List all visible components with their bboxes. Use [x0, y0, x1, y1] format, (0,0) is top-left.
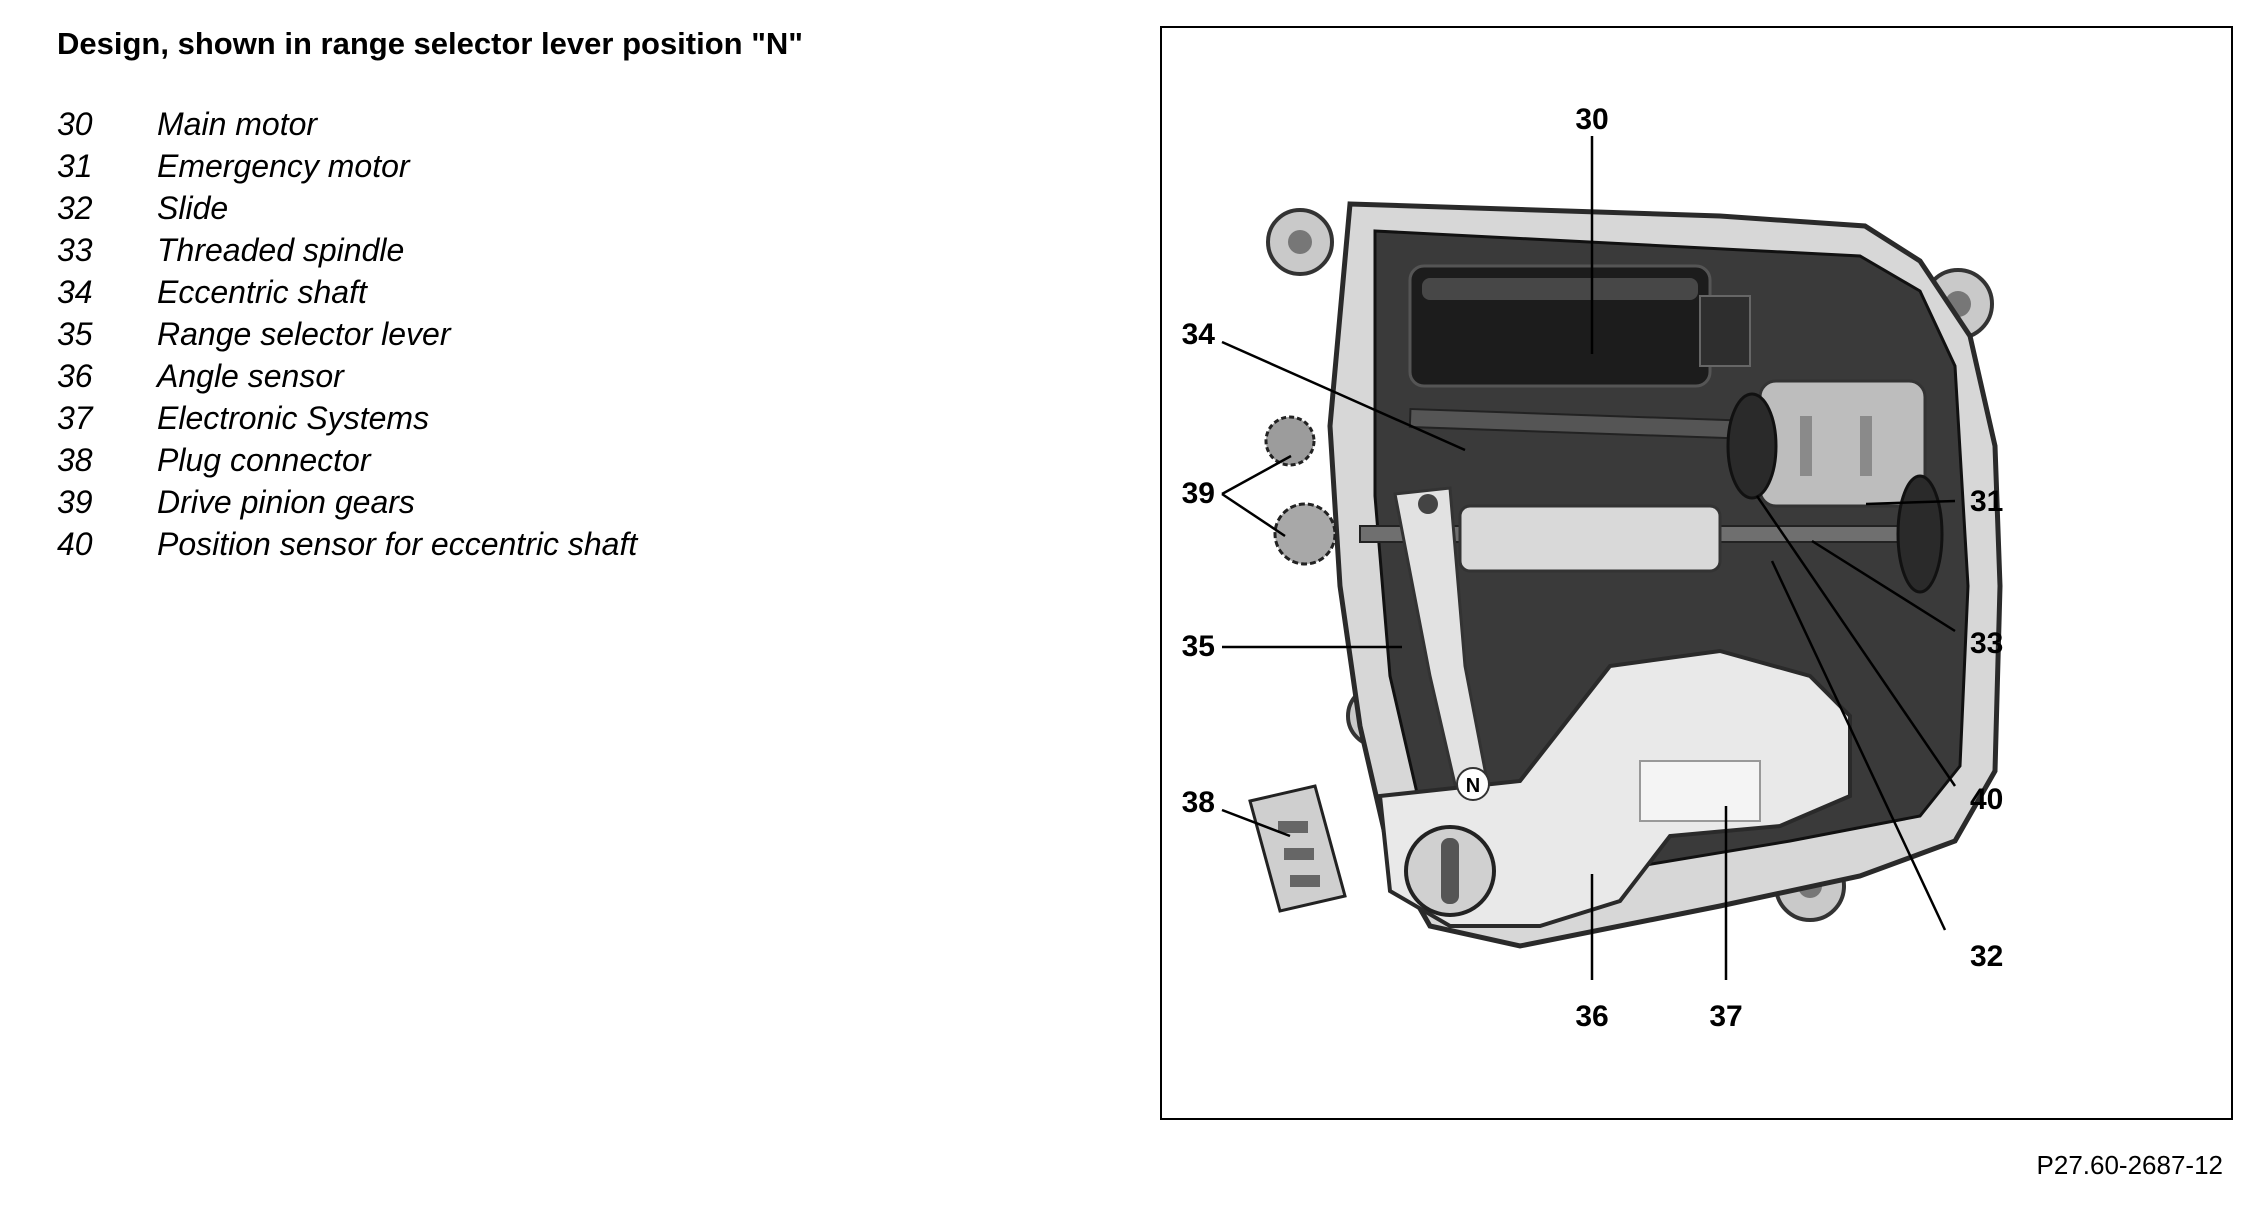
plug-pin	[1290, 875, 1320, 887]
page-title: Design, shown in range selector lever po…	[57, 26, 803, 61]
callout-31: 31	[1970, 485, 2003, 518]
emergency-motor-rib	[1800, 416, 1812, 476]
leader-40	[1755, 495, 1957, 787]
legend-number: 30	[57, 106, 93, 142]
callout-32: 32	[1970, 940, 2003, 973]
lever-position-mark: N	[1466, 775, 1480, 797]
main-motor-cap	[1699, 295, 1751, 367]
legend-item: 36 Angle sensor	[57, 355, 637, 397]
lever-position-marker	[1456, 767, 1490, 801]
parts-legend: 30 Main motor 31 Emergency motor 32 Slide 3…	[57, 103, 637, 565]
callout-38: 38	[1182, 786, 1215, 819]
legend-item: 30 Main motor	[57, 103, 637, 145]
mounting-hole	[1288, 230, 1312, 254]
legend-item: 34 Eccentric shaft	[57, 271, 637, 313]
figure-reference: P27.60-2687-12	[2036, 1150, 2223, 1180]
leader-32	[1770, 560, 1947, 931]
main-motor-highlight	[1422, 278, 1698, 300]
pinion-gear-lower	[1273, 502, 1337, 566]
legend-label: Electronic Systems	[157, 400, 430, 436]
legend-item: 38 Plug connector	[57, 439, 637, 481]
leader-33	[1811, 539, 1956, 633]
legend-number: 31	[57, 148, 93, 184]
legend-number: 38	[57, 442, 93, 478]
callout-34: 34	[1182, 318, 1216, 351]
emergency-motor-rib	[1860, 416, 1872, 476]
callout-33: 33	[1970, 627, 2003, 660]
lever-pivot	[1418, 494, 1438, 514]
legend-item: 31 Emergency motor	[57, 145, 637, 187]
callout-36: 36	[1575, 1000, 1608, 1033]
leader-34	[1221, 340, 1466, 452]
legend-number: 39	[57, 484, 93, 520]
leader-39a	[1221, 454, 1292, 496]
electronic-systems-plate	[1377, 648, 1852, 928]
legend-item: 33 Threaded spindle	[57, 229, 637, 271]
legend-item: 32 Slide	[57, 187, 637, 229]
plug-pin	[1284, 848, 1314, 860]
legend-number: 35	[57, 316, 93, 352]
legend-number: 37	[57, 400, 93, 436]
angle-sensor	[1404, 825, 1496, 917]
callout-40: 40	[1970, 783, 2003, 816]
emergency-motor	[1726, 379, 1927, 508]
legend-label: Eccentric shaft	[157, 274, 367, 310]
callout-35: 35	[1182, 630, 1215, 663]
position-sensor-ring	[1726, 392, 1778, 500]
legend-item: 40 Position sensor for eccentric shaft	[57, 523, 637, 565]
legend-label: Drive pinion gears	[157, 484, 415, 520]
leader-38	[1221, 808, 1291, 838]
angle-sensor-slot	[1441, 838, 1459, 904]
callout-30: 30	[1575, 103, 1608, 136]
legend-item: 39 Drive pinion gears	[57, 481, 637, 523]
legend-label: Position sensor for eccentric shaft	[157, 526, 638, 562]
legend-label: Threaded spindle	[157, 232, 405, 268]
plug-pin	[1278, 821, 1308, 833]
callout-39: 39	[1182, 477, 1215, 510]
legend-number: 34	[57, 274, 93, 310]
leader-39b	[1221, 492, 1286, 538]
main-motor	[1408, 264, 1751, 388]
legend-number: 40	[57, 526, 93, 562]
callout-37: 37	[1709, 1000, 1742, 1033]
legend-label: Main motor	[157, 106, 318, 142]
leader-lines	[1221, 136, 1957, 980]
slide	[1458, 504, 1722, 573]
legend-label: Plug connector	[157, 442, 371, 478]
legend-number: 32	[57, 190, 93, 226]
legend-item: 37 Electronic Systems	[57, 397, 637, 439]
legend-label: Range selector lever	[157, 316, 451, 352]
spindle-end-bearing	[1896, 474, 1944, 594]
emergency-motor-body	[1758, 379, 1927, 508]
legend-number: 33	[57, 232, 93, 268]
legend-label: Slide	[157, 190, 229, 226]
legend-label: Angle sensor	[157, 358, 344, 394]
actuator-illustration: N 30 31 32 33 34 35 36 37 38 39 40	[1182, 103, 2004, 1033]
electronics-module	[1639, 760, 1761, 822]
legend-item: 35 Range selector lever	[57, 313, 637, 355]
plug-connector	[1248, 784, 1347, 913]
pinion-gear-upper	[1264, 415, 1316, 467]
legend-label: Emergency motor	[157, 148, 410, 184]
leader-31	[1865, 499, 1956, 506]
legend-number: 36	[57, 358, 93, 394]
